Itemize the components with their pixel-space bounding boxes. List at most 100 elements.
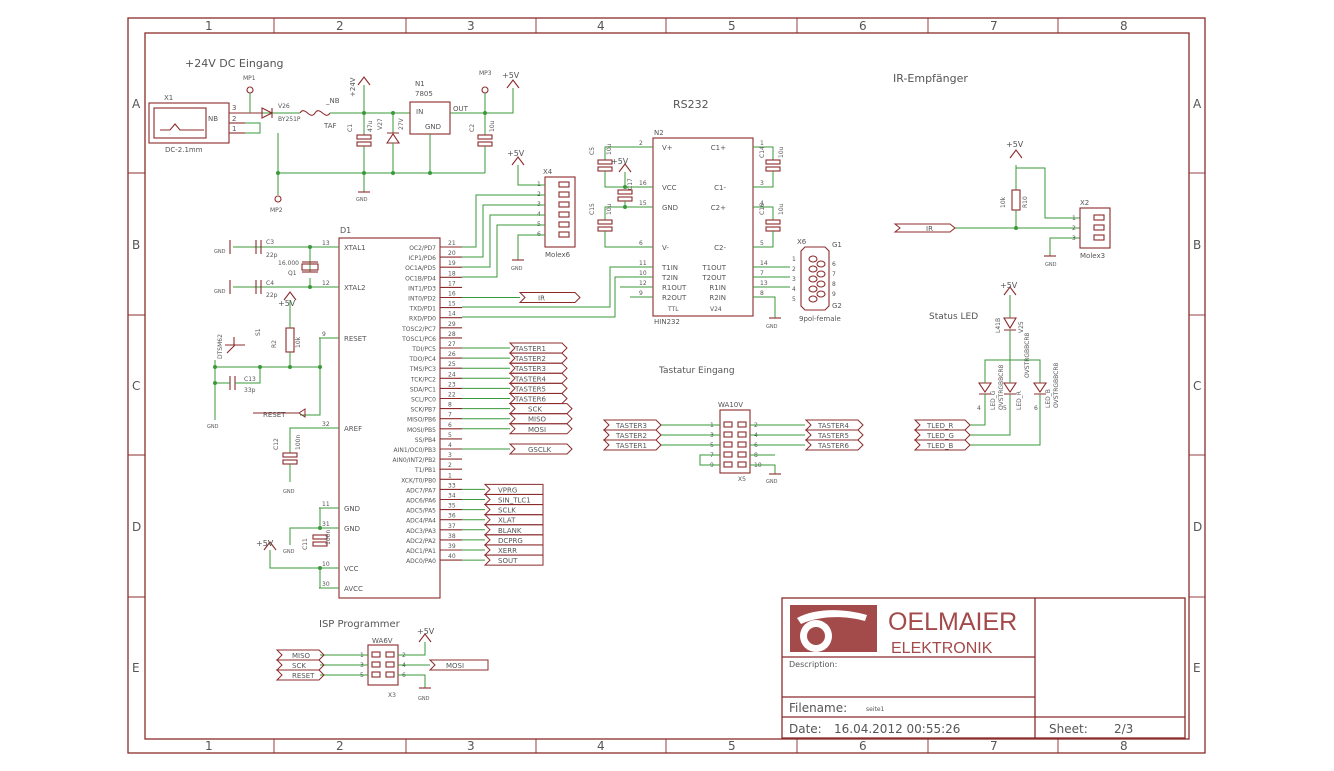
d1-right-pin-label: OC2/PD7 xyxy=(409,245,436,252)
keyboard-x5: WA10V X5 1 3 5 7 9 2 4 6 8 10 GND xyxy=(602,401,864,485)
c16-value: 10u xyxy=(778,203,785,215)
led-g-name: LED_G xyxy=(990,390,997,410)
d1-left-pin-label: GND xyxy=(344,505,360,513)
d1-porta-label: SIN_TLC1 xyxy=(498,497,531,505)
d1-right-pin-num: 27 xyxy=(448,341,456,348)
v26-name: V26 xyxy=(278,103,290,110)
x2-pin-3: 3 xyxy=(1072,235,1076,242)
company-name-line2: ELEKTRONIK xyxy=(891,640,993,657)
capacitor-c14 xyxy=(765,159,781,165)
r2-name: R2 xyxy=(271,340,278,348)
x6-pin-9: 9 xyxy=(832,291,836,298)
d1-right-pins: OC2/PD721ICP1/PD620OC1A/PD519OC1B/PD418I… xyxy=(392,240,462,565)
d1-right-pin-label: OC1A/PD5 xyxy=(405,265,436,272)
ir-net-text: IR xyxy=(926,225,933,233)
d1-right-pin-num: 24 xyxy=(448,371,456,378)
c4-value: 22p xyxy=(266,292,278,299)
col-label-3-bottom: 3 xyxy=(467,739,475,753)
d1-right-pin-num: 2 xyxy=(448,462,452,469)
gnd-label-x5: GND xyxy=(766,479,778,485)
x2-name: X2 xyxy=(1080,199,1089,207)
resistor-r10 xyxy=(1011,189,1021,211)
n2-right-pin-label: C2- xyxy=(714,244,726,252)
d1-right-pin-num: 20 xyxy=(448,250,456,257)
gnd-label-c12: GND xyxy=(283,489,295,495)
d1-right-pin-num: 16 xyxy=(448,291,456,298)
n1-gnd-pin: GND xyxy=(425,123,441,131)
col-label-2: 2 xyxy=(336,19,344,33)
date-label: Date: xyxy=(789,722,822,736)
d1-right-pin-label: SS/PB4 xyxy=(415,437,436,444)
mp1-label: MP1 xyxy=(243,75,256,82)
n2-left-pin-num: 15 xyxy=(639,200,647,207)
d1-left-pin-num: 11 xyxy=(322,501,330,508)
status-led-section: +5V L41B V25 LED_G OVSTRGBBCR8 LED_R OVS… xyxy=(913,281,1060,451)
d1-porta-label: DCPRG xyxy=(498,537,523,545)
n2-left-pin-num: 2 xyxy=(639,140,643,147)
x5-left-label-1: TASTER3 xyxy=(615,422,647,430)
d1-left-pin-label: XTAL1 xyxy=(344,244,366,252)
power-section: X1 DC-2.1mm NB 3 2 1 V26 BY251P _NB TAF … xyxy=(148,70,520,214)
col-label-7-bottom: 7 xyxy=(990,739,998,753)
n2-left-pin-num: 10 xyxy=(639,270,647,277)
capacitor-c1 xyxy=(356,134,372,140)
v25-name: V25 xyxy=(1018,321,1025,333)
d1-right-pin-num: 35 xyxy=(448,503,456,510)
switch-s1 xyxy=(225,337,245,354)
r10-name: R10 xyxy=(1022,196,1029,208)
x2-value: Molex3 xyxy=(1080,252,1105,260)
capacitor-c16 xyxy=(765,219,781,225)
d1-right-pin-num: 37 xyxy=(448,523,456,530)
d1-right-pin-num: 33 xyxy=(448,482,456,489)
d1-right-pin-label: TXD/PD1 xyxy=(409,306,437,313)
c4-name: C4 xyxy=(266,280,274,287)
d1-right-pin-num: 26 xyxy=(448,351,456,358)
x4-name: X4 xyxy=(543,168,553,176)
col-label-4: 4 xyxy=(597,19,605,33)
x2-pin-1: 1 xyxy=(1072,215,1076,222)
col-label-3: 3 xyxy=(467,19,475,33)
frame-column-ticks xyxy=(128,18,1205,753)
x6-pin-5: 5 xyxy=(792,296,796,303)
d1-right-pin-num: 7 xyxy=(448,412,452,419)
gnd-label-ir: GND xyxy=(1045,262,1057,268)
d1-right-pin-num: 6 xyxy=(448,422,452,429)
x5-value: WA10V xyxy=(718,401,743,409)
d1-net-labels: IRTASTER1TASTER2TASTER3TASTER4TASTER5TAS… xyxy=(462,292,581,566)
d1-right-pin-num: 3 xyxy=(448,452,452,459)
isp-label-reset: RESET xyxy=(292,672,315,680)
n2-v24: V24 xyxy=(710,306,722,313)
d1-right-pin-label: T1/PB1 xyxy=(414,467,436,474)
row-label-a: A xyxy=(132,97,141,111)
plus24-symbol xyxy=(357,76,371,86)
col-label-1: 1 xyxy=(205,19,213,33)
d1-right-pin-label: TDO/PC4 xyxy=(408,356,436,363)
isp-label-sck: SCK xyxy=(292,662,306,670)
d1-right-pin-num: 22 xyxy=(448,392,456,399)
c13-name: C13 xyxy=(244,376,256,383)
d1-right-pin-num: 19 xyxy=(448,260,456,267)
c11-name: C11 xyxy=(302,538,309,550)
x6-pin-6: 6 xyxy=(832,261,836,268)
n2-left-pin-label: V- xyxy=(662,244,669,252)
crystal-q1 xyxy=(301,263,319,271)
d1-right-pin-label: ADC1/PA1 xyxy=(406,548,436,555)
dc-jack-x1 xyxy=(148,102,230,144)
d1-left-pin-label: GND xyxy=(344,525,360,533)
d1-porta-label: SOUT xyxy=(498,557,518,565)
date-value: 16.04.2012 00:55:26 xyxy=(834,722,960,736)
c11-value: 100n xyxy=(325,530,332,545)
n2-name: N2 xyxy=(654,129,664,137)
led-r-value: OVSTRGBBCR8 xyxy=(1024,333,1031,378)
n2-right-pin-label: C2+ xyxy=(711,204,726,212)
d1-porta-label: XLAT xyxy=(498,517,516,525)
d1-porta-label: VPRG xyxy=(498,486,517,494)
company-logo xyxy=(790,605,877,652)
d1-right-pin-label: SCK/PB7 xyxy=(410,407,436,414)
x6-pin-1: 1 xyxy=(792,256,796,263)
d1-right-pin-num: 14 xyxy=(448,311,456,318)
plus5-label-mcu: +5V xyxy=(256,539,274,548)
r2-value: 10k xyxy=(295,336,302,348)
c16-name: C16 xyxy=(759,203,766,215)
description-label: Description: xyxy=(789,660,837,669)
